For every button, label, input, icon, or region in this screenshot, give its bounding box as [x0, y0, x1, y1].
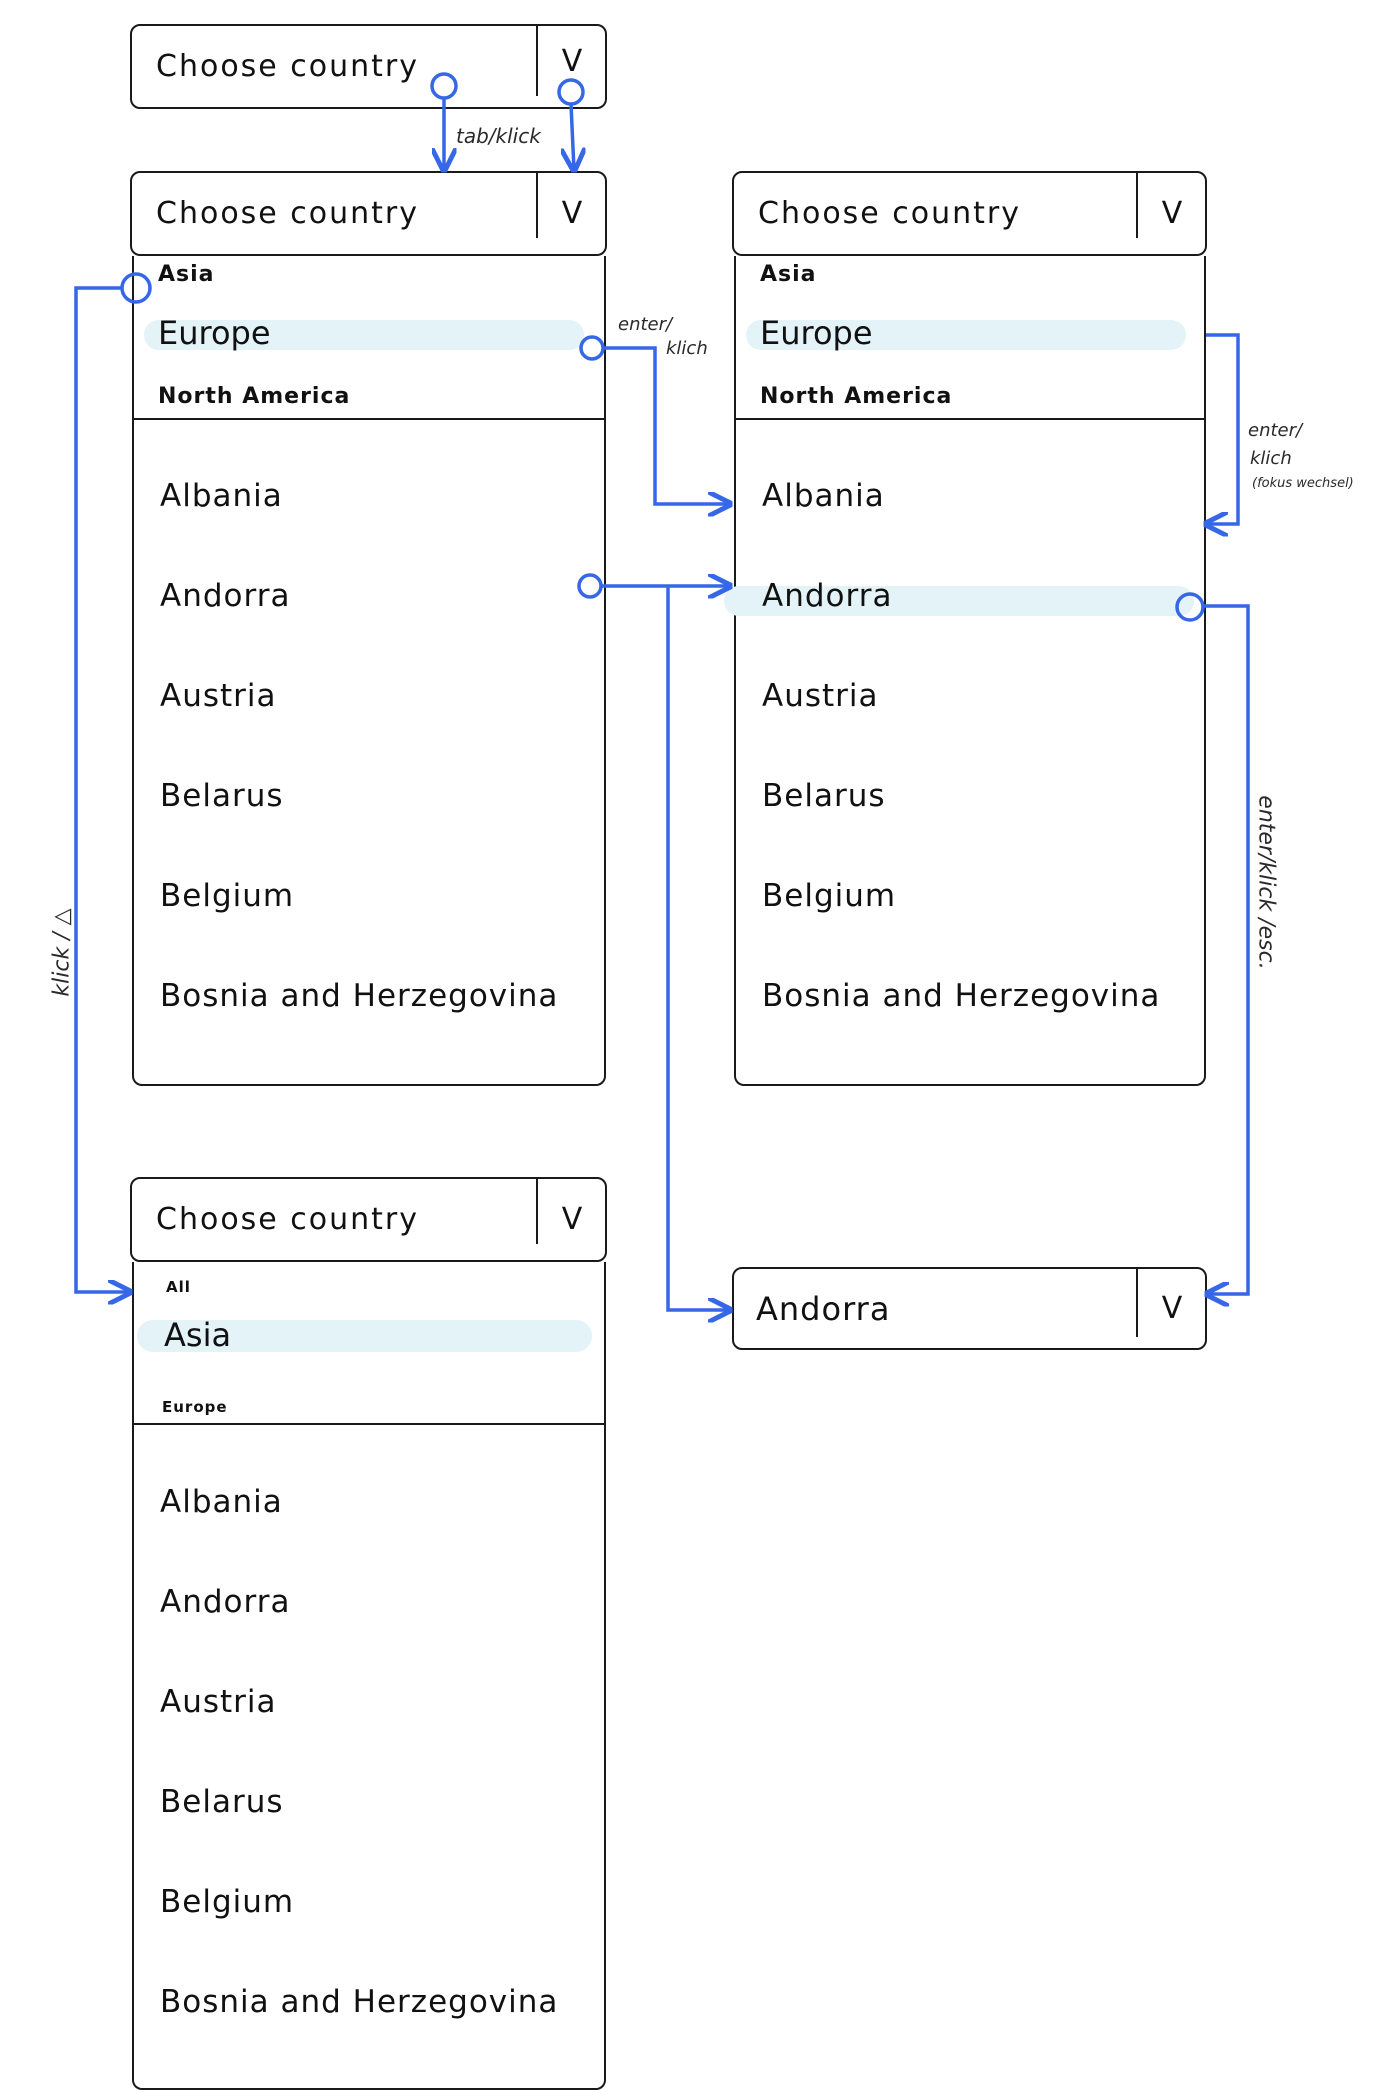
country-option[interactable]: Austria [160, 1684, 277, 1720]
region-option-current[interactable]: Asia [164, 1316, 232, 1354]
region-option-above[interactable]: Asia [760, 262, 817, 287]
chevron-down-icon[interactable]: V [561, 1201, 583, 1237]
dropdown-separator [536, 173, 538, 238]
region-highlight [144, 320, 584, 350]
dropdown-separator [1136, 173, 1138, 238]
region-option-below[interactable]: Europe [162, 1398, 228, 1416]
dropdown-separator [536, 1179, 538, 1244]
dropdown-placeholder: Choose country [156, 49, 420, 84]
dropdown-closed[interactable]: Choose country V [130, 24, 607, 109]
annotation-click-arrow: klick / △ [49, 908, 75, 997]
focus-change-arrow [1206, 333, 1240, 524]
region-highlight [746, 320, 1186, 350]
country-option[interactable]: Bosnia and Herzegovina [160, 1984, 559, 2020]
country-option[interactable]: Belgium [160, 878, 295, 914]
dropdown-focus-country-panel: Asia Europe North America Albania Andorr… [724, 256, 1206, 1086]
country-option[interactable]: Belgium [762, 878, 897, 914]
click-up-arrow [74, 286, 130, 1292]
annotation-focus-3: (fokus wechsel) [1252, 476, 1354, 491]
dropdown-focus-country-header[interactable]: Choose country V [732, 171, 1207, 256]
country-option[interactable]: Andorra [160, 1584, 291, 1620]
dropdown-open-region-header[interactable]: Choose country V [130, 171, 607, 256]
enter-click-arrow [603, 346, 730, 504]
dropdown-value: Andorra [756, 1289, 891, 1328]
region-highlight [137, 1320, 592, 1352]
dropdown-separator [1136, 1269, 1138, 1337]
annotation-enter-click-esc: enter/klick /esc. [1253, 795, 1279, 970]
select-country-arrow [666, 586, 730, 1310]
region-option-above[interactable]: Asia [158, 262, 215, 287]
region-option-current[interactable]: Europe [760, 314, 873, 352]
chevron-down-icon[interactable]: V [1161, 1290, 1183, 1326]
region-option-below[interactable]: North America [760, 384, 953, 409]
region-divider [134, 418, 604, 420]
country-option[interactable]: Albania [160, 478, 283, 514]
country-option[interactable]: Belarus [762, 778, 886, 814]
dropdown-placeholder: Choose country [758, 196, 1022, 231]
country-option-focused[interactable]: Andorra [762, 578, 893, 614]
chevron-down-icon[interactable]: V [561, 43, 583, 79]
country-highlight [724, 586, 1194, 616]
dropdown-selected[interactable]: Andorra V [732, 1267, 1207, 1350]
country-option[interactable]: Andorra [160, 578, 291, 614]
dropdown-prev-region-panel: All Asia Europe Albania Andorra Austria … [132, 1262, 606, 2090]
annotation-tab-click: tab/klick [456, 124, 541, 148]
country-option[interactable]: Bosnia and Herzegovina [762, 978, 1161, 1014]
chevron-down-icon[interactable]: V [1161, 195, 1183, 231]
country-option[interactable]: Belgium [160, 1884, 295, 1920]
country-option[interactable]: Albania [762, 478, 885, 514]
tab-click-arrow [571, 103, 574, 170]
region-divider [736, 418, 1204, 420]
dropdown-placeholder: Choose country [156, 196, 420, 231]
dropdown-prev-region-header[interactable]: Choose country V [130, 1177, 607, 1262]
region-option-current[interactable]: Europe [158, 314, 271, 352]
annotation-enter-click-2: klich [666, 338, 708, 359]
annotation-focus-1: enter/ [1248, 420, 1303, 441]
enter-click-esc-arrow [1203, 604, 1250, 1294]
country-option[interactable]: Belarus [160, 1784, 284, 1820]
country-option[interactable]: Austria [160, 678, 277, 714]
annotation-enter-click-1: enter/ [618, 314, 673, 335]
annotation-focus-2: klich [1250, 448, 1292, 469]
country-option[interactable]: Bosnia and Herzegovina [160, 978, 559, 1014]
country-option[interactable]: Austria [762, 678, 879, 714]
dropdown-placeholder: Choose country [156, 1202, 420, 1237]
chevron-down-icon[interactable]: V [561, 195, 583, 231]
region-option-above[interactable]: All [166, 1278, 191, 1296]
dropdown-open-region-panel: Asia Europe North America Albania Andorr… [132, 256, 606, 1086]
region-divider [134, 1423, 604, 1425]
region-option-below[interactable]: North America [158, 384, 351, 409]
country-option[interactable]: Belarus [160, 778, 284, 814]
dropdown-separator [536, 26, 538, 96]
country-option[interactable]: Albania [160, 1484, 283, 1520]
